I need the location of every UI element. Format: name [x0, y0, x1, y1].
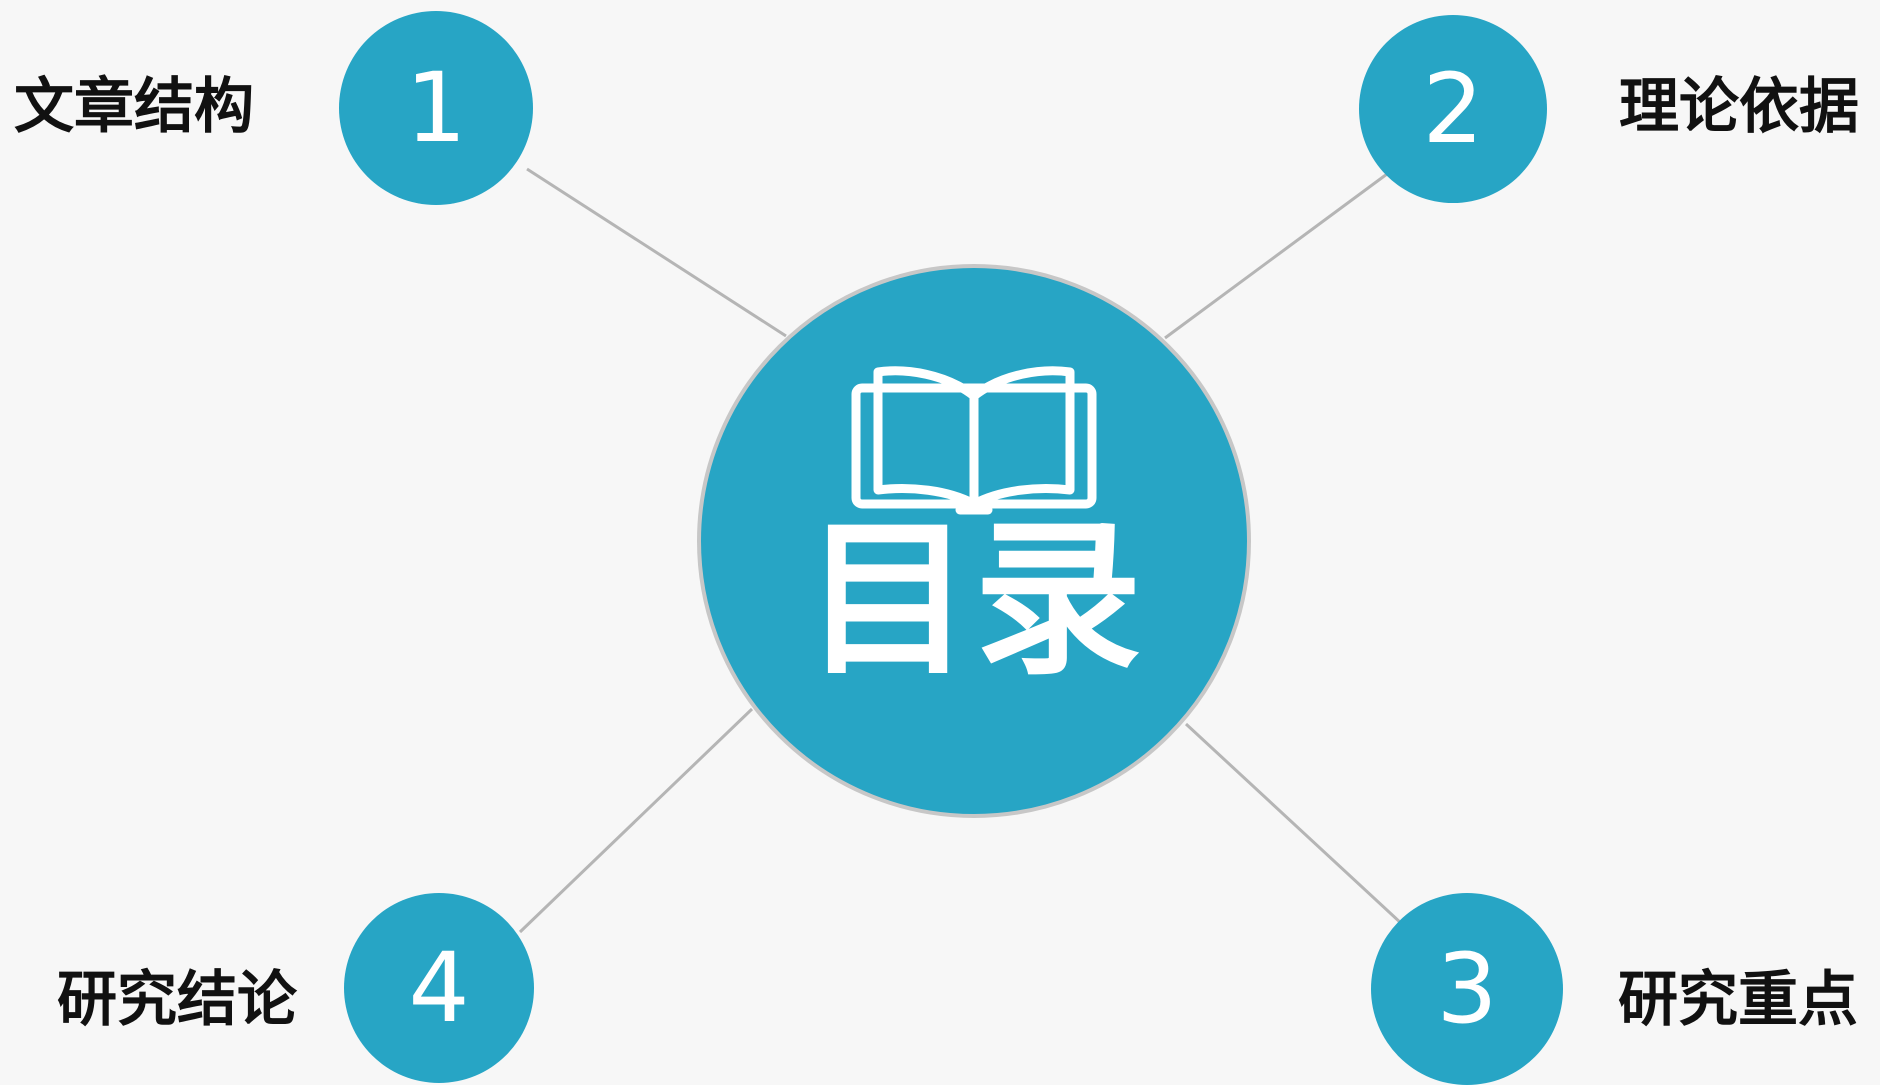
node-number-1: 1 [405, 52, 467, 164]
open-book-icon [851, 366, 1097, 515]
node-1[interactable]: 1 [339, 11, 533, 205]
node-label-4: 研究结论 [57, 965, 297, 1035]
connector-line-3 [1184, 722, 1404, 926]
center-hub [697, 264, 1251, 818]
node-label-3: 研究重点 [1618, 965, 1858, 1035]
node-2[interactable]: 2 [1359, 15, 1547, 203]
connector-line-4 [518, 707, 754, 934]
node-label-2: 理论依据 [1619, 72, 1859, 142]
node-4[interactable]: 4 [344, 893, 534, 1083]
node-number-4: 4 [408, 932, 470, 1044]
hub-title: 目录 [804, 500, 1144, 698]
connector-line-1 [526, 167, 787, 338]
node-number-2: 2 [1422, 53, 1484, 165]
connector-line-2 [1164, 172, 1388, 340]
node-3[interactable]: 3 [1371, 893, 1563, 1085]
node-label-1: 文章结构 [14, 72, 254, 142]
node-number-3: 3 [1436, 933, 1498, 1045]
